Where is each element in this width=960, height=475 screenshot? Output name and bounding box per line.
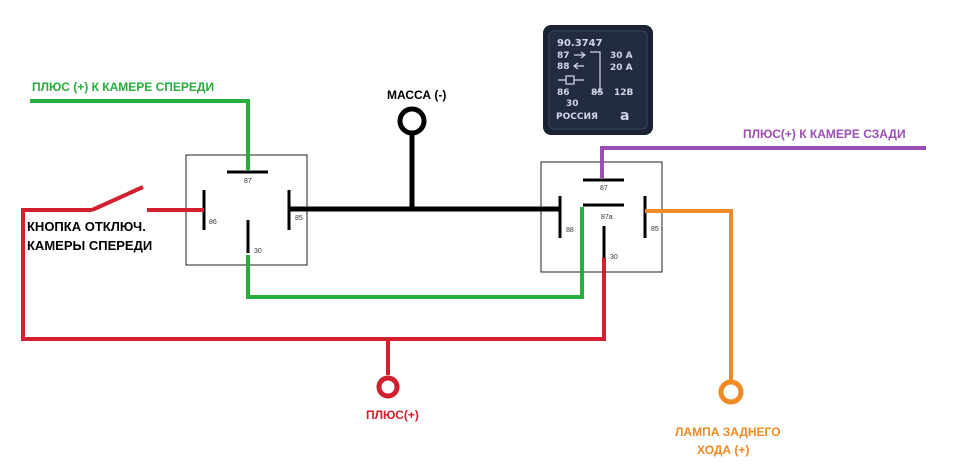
wire-plus-front-camera bbox=[30, 99, 250, 170]
wire-relay-link-green bbox=[246, 207, 584, 299]
label-plus-front-camera: ПЛЮС (+) К КАМЕРЕ СПЕРЕДИ bbox=[32, 80, 214, 94]
relay-left: 87 86 85 30 bbox=[185, 154, 308, 266]
relay-right-pin-30: 30 bbox=[610, 254, 618, 261]
label-reverse-lamp-line2: ХОДА (+) bbox=[697, 443, 749, 457]
label-button-line1: КНОПКА ОТКЛЮЧ. bbox=[27, 219, 146, 234]
green-wires bbox=[30, 99, 584, 299]
relay-photo-model: 90.3747 bbox=[557, 38, 603, 49]
orange-wire bbox=[645, 209, 744, 405]
label-plus-rear-camera: ПЛЮС(+) К КАМЕРЕ СЗАДИ bbox=[743, 127, 906, 141]
relay-left-pin-85: 85 bbox=[295, 215, 303, 222]
label-reverse-lamp-line1: ЛАМПА ЗАДНЕГО bbox=[675, 425, 781, 439]
relay-photo-logo-icon: a bbox=[620, 108, 629, 124]
relay-right: 87 87a 88 85 30 bbox=[540, 161, 663, 273]
label-plus-supply: ПЛЮС(+) bbox=[366, 408, 419, 422]
relay-photo-volt: 12B bbox=[614, 88, 634, 98]
relay-photo-amp30: 30 A bbox=[610, 51, 633, 61]
relay-photo-pin86: 86 bbox=[557, 88, 570, 98]
label-button-line2: КАМЕРЫ СПЕРЕДИ bbox=[27, 238, 152, 253]
relay-photo-line2: 88 bbox=[557, 62, 570, 72]
relay-right-pin-88: 88 bbox=[566, 227, 574, 234]
relay-left-pin-87: 87 bbox=[244, 178, 252, 185]
red-wires bbox=[21, 185, 606, 399]
relay-right-pin-87a: 87a bbox=[601, 214, 613, 221]
relay-schematic-icon bbox=[558, 51, 601, 93]
relay-photo: 90.3747 87 88 30 A 20 A 86 85 12B 30 РОС… bbox=[543, 25, 653, 135]
relay-right-pin-85: 85 bbox=[651, 226, 659, 233]
ground-wire bbox=[290, 106, 560, 212]
relay-left-pin-30: 30 bbox=[254, 248, 262, 255]
relay-photo-line1: 87 bbox=[557, 51, 570, 61]
relay-photo-pin30: 30 bbox=[566, 99, 579, 109]
relay-photo-amp20: 20 A bbox=[610, 63, 633, 73]
reverse-lamp-terminal-icon bbox=[718, 379, 744, 405]
wire-plus-rear-camera bbox=[600, 146, 926, 178]
relay-left-pin-86: 86 bbox=[209, 219, 217, 226]
switch-blade-icon bbox=[91, 185, 144, 212]
relay-photo-country: РОССИЯ bbox=[556, 112, 598, 122]
plus-terminal-icon bbox=[376, 375, 400, 399]
wire-reverse-lamp bbox=[645, 209, 733, 383]
label-ground: МАССА (-) bbox=[387, 88, 446, 102]
wire-plus-supply-loop bbox=[21, 208, 606, 341]
relay-right-pin-87: 87 bbox=[600, 185, 608, 192]
ground-terminal-icon bbox=[397, 106, 427, 136]
relay-photo-pin85: 85 bbox=[591, 88, 604, 98]
